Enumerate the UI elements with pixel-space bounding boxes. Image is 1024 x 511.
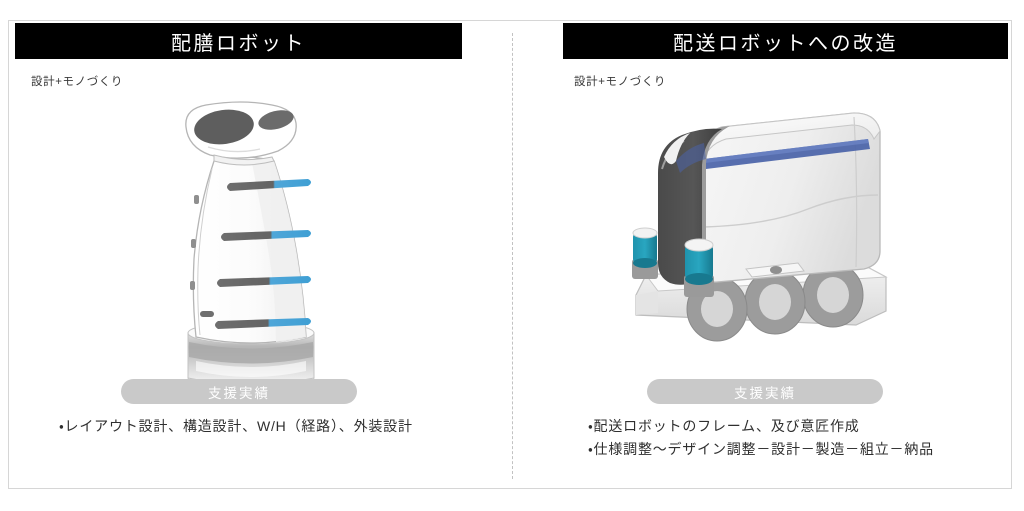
panel-header-serving-robot: 配膳ロボット	[15, 23, 462, 59]
lidar-sensor-left	[631, 227, 658, 279]
list-item: ・レイアウト設計、構造設計、W/H（経路）、外装設計	[59, 418, 413, 434]
slide-card: 配膳ロボット 設計+モノづくり	[8, 20, 1012, 489]
badge-support-record-delivery: 支援実績	[647, 379, 883, 404]
panel-header-delivery-robot: 配送ロボットへの改造	[563, 23, 1008, 59]
bullet-list-delivery-robot: ・配送ロボットのフレーム、及び意匠作成 ・仕様調整～デザイン調整－設計－製造－組…	[588, 415, 1008, 461]
wheel-rear	[802, 262, 863, 328]
list-item: ・配送ロボットのフレーム、及び意匠作成	[588, 418, 860, 434]
list-item: ・仕様調整～デザイン調整－設計－製造－組立－納品	[588, 441, 934, 457]
delivery-robot-svg	[631, 112, 888, 342]
panel-divider	[512, 33, 513, 479]
wheel-middle	[744, 269, 805, 335]
panel-serving-robot: 配膳ロボット 設計+モノづくり	[9, 21, 512, 490]
delivery-robot-illustration	[512, 99, 1013, 389]
panel-subtitle-serving-robot: 設計+モノづくり	[31, 76, 124, 88]
robot-cargo-body	[690, 112, 881, 284]
robot-head	[184, 101, 297, 166]
robot-wheels	[686, 262, 863, 342]
lidar-sensor-right	[683, 238, 714, 297]
robot-hatch	[744, 262, 805, 278]
panel-delivery-robot: 配送ロボットへの改造 設計+モノづくり	[512, 21, 1013, 490]
bullet-list-serving-robot: ・レイアウト設計、構造設計、W/H（経路）、外装設計	[59, 415, 489, 438]
badge-support-record-serving: 支援実績	[121, 379, 357, 404]
panel-subtitle-delivery-robot: 設計+モノづくり	[574, 76, 667, 88]
serving-robot-illustration	[9, 99, 512, 389]
robot-trays	[214, 179, 311, 329]
robot-torso	[189, 156, 307, 344]
serving-robot-svg	[184, 101, 314, 388]
